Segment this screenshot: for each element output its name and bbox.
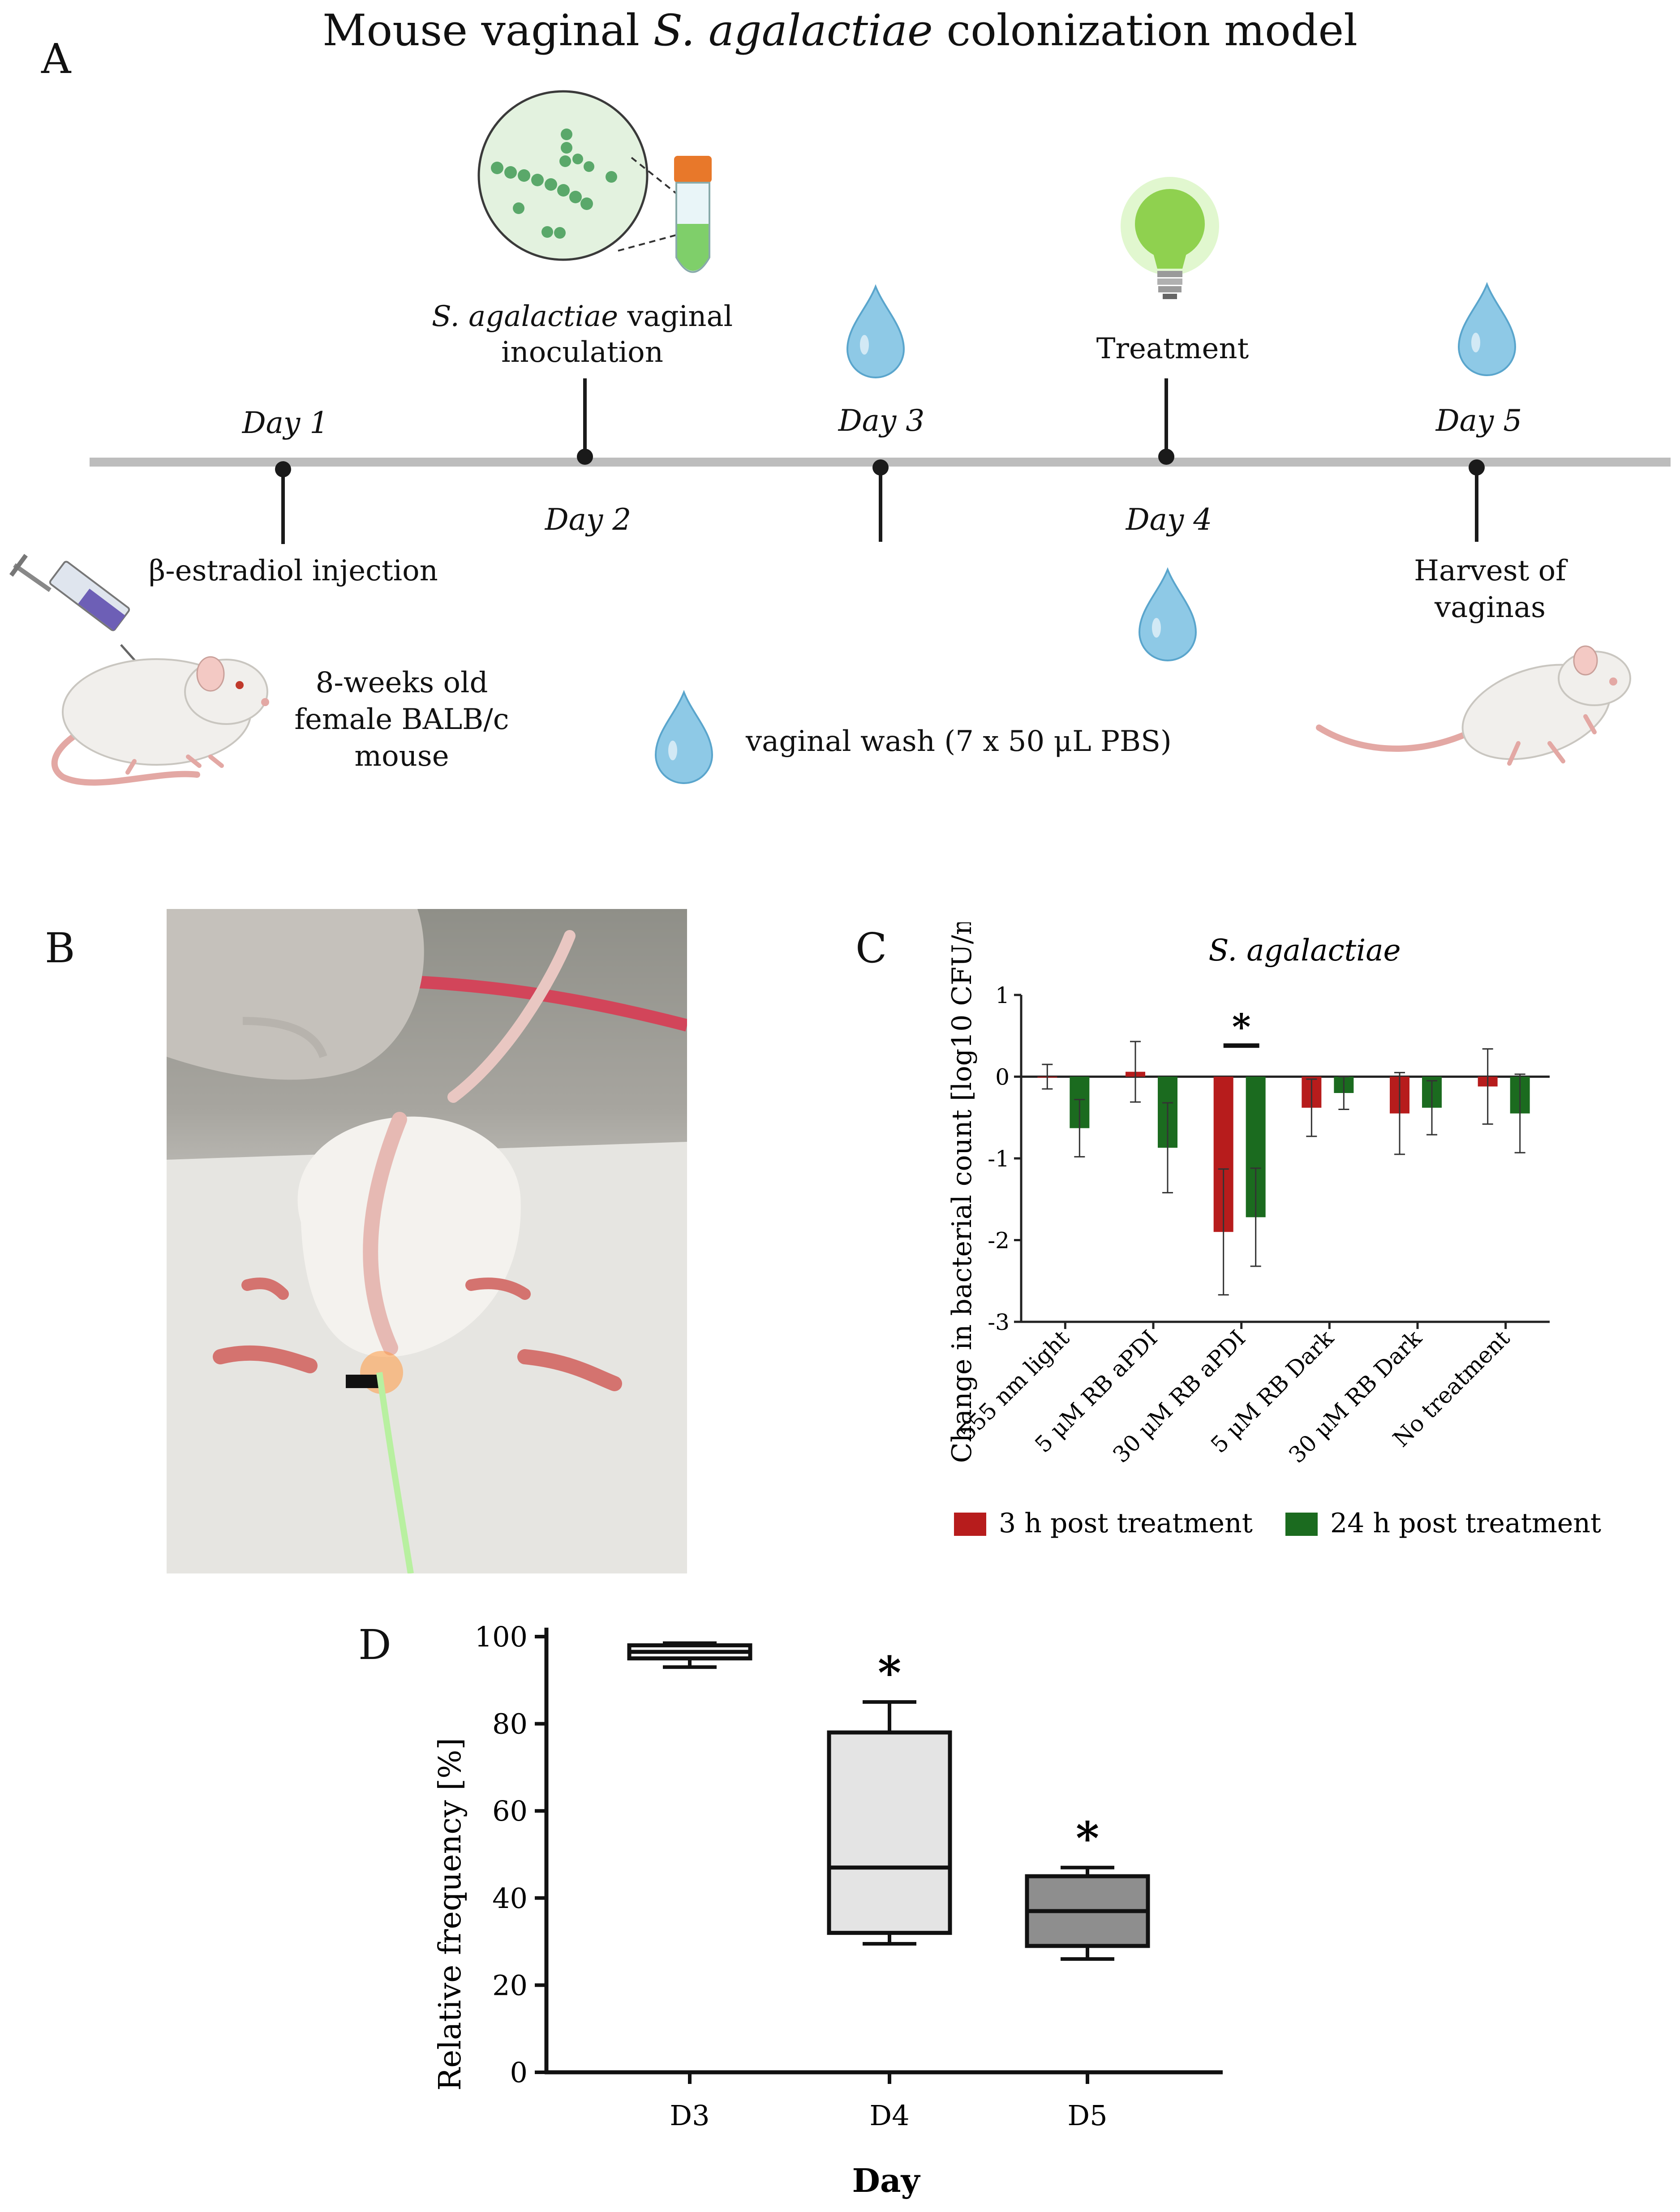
y-tick-label: 0 bbox=[510, 2056, 528, 2089]
y-tick-label: -2 bbox=[988, 1228, 1010, 1254]
chart-c-title: S. agalactiae bbox=[1208, 933, 1401, 968]
panel-label-d: D bbox=[358, 1621, 391, 1669]
dot-day4 bbox=[1158, 449, 1174, 465]
drop-icon-legend bbox=[654, 690, 713, 784]
photo-drawing bbox=[167, 909, 687, 1573]
panel-d-box-plot: Relative frequency [%] Day 0 20 40 60 80 100D… bbox=[433, 1620, 1223, 2199]
inoculation-rest: vaginal bbox=[618, 300, 733, 333]
y-tick-label: 0 bbox=[995, 1064, 1010, 1090]
dot-day5 bbox=[1469, 459, 1485, 476]
drop-icons bbox=[654, 282, 1517, 784]
culture-tube-icon bbox=[674, 156, 712, 273]
legend-label-24h: 24 h post treatment bbox=[1330, 1508, 1601, 1539]
panel-c-bar-chart: S. agalactiae Change in bacterial count … bbox=[946, 922, 1601, 1539]
injection-label: β-estradiol injection bbox=[149, 554, 438, 587]
panel-label-b: B bbox=[45, 924, 75, 972]
significance-star: * bbox=[878, 1646, 901, 1699]
mouse-label-line3: mouse bbox=[354, 740, 449, 773]
chart-d-boxes: ** bbox=[627, 1641, 1150, 1961]
harvest-label-line1: Harvest of bbox=[1414, 554, 1568, 587]
chart-c-bars: * bbox=[1037, 1006, 1530, 1296]
y-tick-label: 1 bbox=[995, 982, 1010, 1008]
chart-d-ylabel: Relative frequency [%] bbox=[433, 1738, 468, 2091]
y-tick-label: 20 bbox=[492, 1969, 528, 2002]
y-tick-label: -3 bbox=[988, 1309, 1010, 1335]
day5-label: Day 5 bbox=[1435, 403, 1522, 438]
legend-label-3h: 3 h post treatment bbox=[999, 1508, 1253, 1539]
significance-star: * bbox=[1076, 1812, 1099, 1865]
chart-c-ylabel: Change in bacterial count [log10 CFU/ml] bbox=[946, 922, 978, 1463]
panel-a-title: Mouse vaginal S. agalactiae colonization… bbox=[0, 5, 1680, 56]
y-tick-label: 80 bbox=[492, 1708, 528, 1740]
x-tick-label: D5 bbox=[1067, 2099, 1107, 2132]
panel-label-c: C bbox=[855, 924, 887, 972]
chart-d-xlabel: Day bbox=[852, 2161, 921, 2199]
y-tick-label: 60 bbox=[492, 1795, 528, 1827]
title-species: S. agalactiae bbox=[653, 5, 933, 56]
legend-swatch-24h bbox=[1285, 1513, 1318, 1536]
legend-swatch-3h bbox=[954, 1513, 986, 1536]
bacteria-magnifier-icon bbox=[477, 90, 685, 261]
day1-label: Day 1 bbox=[242, 406, 329, 440]
y-tick-label: 100 bbox=[475, 1620, 528, 1653]
dot-day1 bbox=[275, 461, 291, 477]
dot-day3 bbox=[872, 459, 889, 476]
mouse-illustration-right bbox=[1316, 645, 1631, 766]
dot-day2 bbox=[577, 449, 593, 465]
day2-label: Day 2 bbox=[545, 502, 632, 537]
inoculation-label-line2: inoculation bbox=[501, 336, 663, 369]
drop-icon-day3 bbox=[846, 284, 905, 378]
significance-star: * bbox=[1232, 1006, 1251, 1048]
inoculation-species: S. agalactiae bbox=[432, 300, 618, 333]
mouse-treatment-photo bbox=[167, 909, 687, 1573]
mouse-label-line2: female BALB/c bbox=[294, 703, 509, 736]
inoculation-label-line1: S. agalactiae vaginal bbox=[432, 300, 733, 333]
mouse-illustration-left bbox=[51, 656, 269, 786]
title-text-2: colonization model bbox=[932, 5, 1358, 56]
x-tick-label: D4 bbox=[869, 2099, 909, 2132]
wash-legend-label: vaginal wash (7 x 50 μL PBS) bbox=[745, 725, 1172, 758]
title-text-1: Mouse vaginal bbox=[322, 5, 653, 56]
x-tick-label: D3 bbox=[670, 2099, 709, 2132]
mouse-label-line1: 8-weeks old bbox=[316, 666, 488, 699]
day3-label: Day 3 bbox=[838, 403, 925, 438]
panel-a-timeline: Day 1 Day 2 Day 3 Day 4 Day 5 β-estradio… bbox=[9, 90, 1671, 786]
y-tick-label: -1 bbox=[988, 1146, 1010, 1172]
drop-icon-day5 bbox=[1457, 282, 1517, 376]
box bbox=[827, 1730, 952, 1935]
syringe-icon bbox=[9, 554, 143, 670]
drop-icon-day4 bbox=[1138, 567, 1197, 661]
day4-label: Day 4 bbox=[1126, 502, 1212, 537]
y-tick-label: 40 bbox=[492, 1882, 528, 1915]
light-bulb-icon bbox=[1121, 177, 1219, 299]
treatment-label: Treatment bbox=[1096, 332, 1249, 365]
chart-c-axes: 1 0 -1 -2 -3 bbox=[988, 982, 1550, 1335]
harvest-label-line2: vaginas bbox=[1434, 591, 1546, 624]
panel-label-a: A bbox=[41, 35, 71, 83]
